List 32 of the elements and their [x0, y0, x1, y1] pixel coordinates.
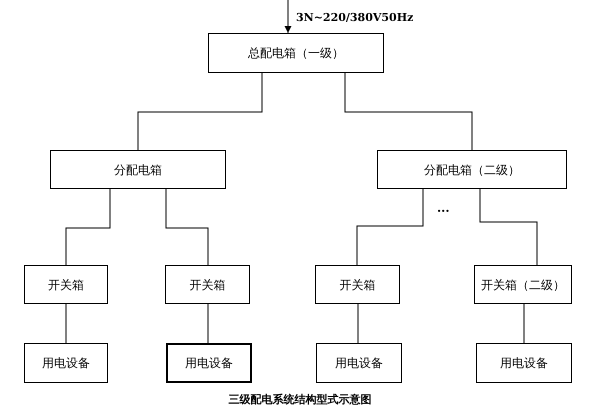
process-box: [24, 343, 108, 383]
process-box: [476, 343, 572, 383]
connector-line: [166, 188, 208, 266]
connector-line: [480, 188, 538, 266]
process-box: [165, 265, 250, 304]
box-label: 用电设备: [500, 355, 548, 372]
ellipsis-label: ···: [437, 203, 450, 220]
process-box: [315, 265, 400, 304]
connector-line: [344, 72, 472, 150]
box-label: 开关箱: [340, 276, 376, 294]
process-box: [166, 343, 252, 383]
connector-line: [66, 188, 110, 266]
box-label: 开关箱: [48, 276, 84, 294]
arrow: [284, 0, 292, 34]
connector-line: [138, 72, 262, 150]
process-box: [377, 150, 567, 189]
connector-line: [356, 188, 424, 266]
process-box: [208, 33, 384, 73]
box-label: 开关箱（二级）: [481, 276, 565, 294]
process-box: [474, 265, 572, 304]
edge-label: 3N~220/380V50Hz: [296, 12, 414, 23]
process-box: [24, 265, 108, 304]
caption: 三级配电系统结构型式示意图: [228, 392, 372, 408]
box-label: 分配电箱（二级）: [424, 162, 520, 178]
box-label: 总配电箱（一级）: [248, 45, 344, 62]
box-label: 开关箱: [190, 276, 226, 294]
box-label: 分配电箱: [114, 162, 162, 178]
process-box: [316, 343, 402, 383]
box-label: 用电设备: [335, 355, 383, 372]
box-label: 用电设备: [42, 355, 90, 372]
process-box: [50, 150, 226, 189]
box-label: 用电设备: [185, 355, 233, 372]
